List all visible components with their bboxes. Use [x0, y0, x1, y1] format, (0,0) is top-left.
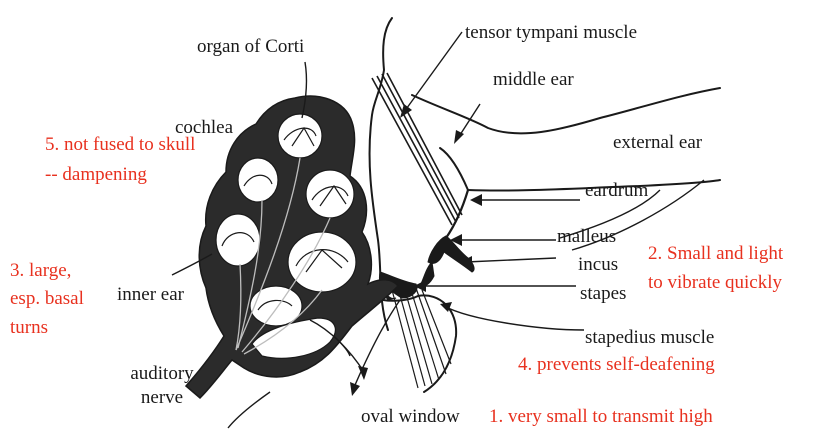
auditory-nerve-label: auditory nerve [116, 363, 208, 409]
note-3-line1: 3. large, [10, 260, 71, 282]
inner-ear-label: inner ear [117, 284, 184, 306]
note-4: 4. prevents self-deafening [518, 354, 715, 376]
middle-ear-label: middle ear [493, 69, 574, 91]
middle-ear-wall [440, 148, 468, 190]
note-2-line1: 2. Small and light [648, 243, 783, 265]
note-5-line1: 5. not fused to skull [45, 134, 195, 156]
incus-label: incus [578, 254, 618, 276]
auditory-nerve-line1: auditory [116, 363, 208, 385]
stapes-label: stapes [580, 283, 626, 305]
tensor-tympani-label: tensor tympani muscle [465, 22, 637, 44]
note-5-line2: -- dampening [45, 164, 147, 186]
organ-of-corti-label: organ of Corti [197, 36, 304, 58]
ear-canal-upper [412, 88, 720, 133]
auditory-nerve-line2: nerve [116, 387, 208, 409]
note-3-line2: esp. basal [10, 288, 84, 310]
tensor-tympani-muscle [372, 73, 462, 225]
stapedius-label: stapedius muscle [585, 327, 714, 349]
malleus-label: malleus [557, 226, 616, 248]
note-3-line3: turns [10, 317, 48, 339]
note-1: 1. very small to transmit high [489, 406, 713, 428]
external-ear-label: external ear [613, 132, 702, 154]
malleus [428, 236, 474, 272]
oval-window-label: oval window [361, 406, 460, 428]
eardrum-label: eardrum [585, 180, 648, 202]
note-2-line2: to vibrate quickly [648, 272, 782, 294]
